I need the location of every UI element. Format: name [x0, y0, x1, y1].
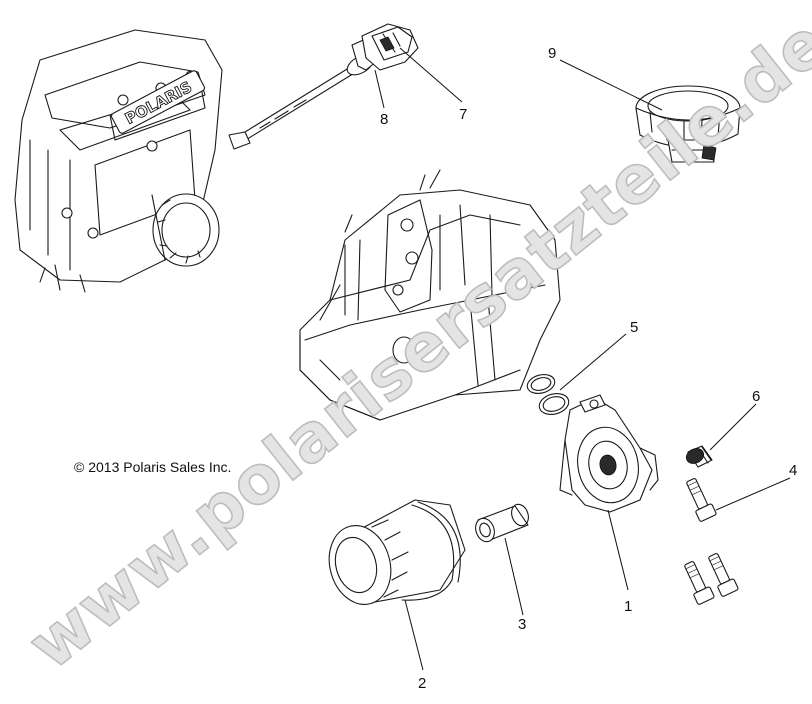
engine-cover-illustration: POLARIS	[14, 29, 223, 293]
callout-2: 2	[418, 675, 426, 692]
callout-6: 6	[752, 388, 760, 405]
bolts-illustration	[684, 478, 739, 605]
callout-5: 5	[630, 319, 638, 336]
oil-filter-illustration	[328, 499, 466, 605]
sleeve-illustration	[475, 503, 529, 543]
fitting-illustration	[685, 445, 713, 468]
callout-9: 9	[548, 45, 556, 62]
leader-lines	[374, 47, 791, 671]
callout-1: 1	[624, 598, 632, 615]
callout-7: 7	[459, 106, 467, 123]
callout-labels: 9 8 7 5 6 4 1 3 2	[380, 45, 797, 692]
oil-fill-cap-illustration	[635, 85, 741, 163]
o-rings-illustration	[526, 374, 570, 415]
filter-adapter-illustration	[559, 394, 659, 513]
callout-4: 4	[789, 462, 797, 479]
dipstick-illustration	[228, 23, 419, 150]
callout-3: 3	[518, 616, 526, 633]
copyright-text: © 2013 Polaris Sales Inc.	[74, 459, 231, 475]
callout-8: 8	[380, 111, 388, 128]
crankcase-illustration	[299, 169, 561, 421]
